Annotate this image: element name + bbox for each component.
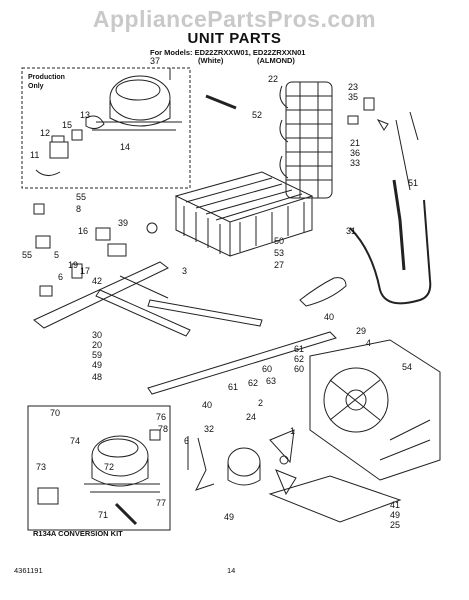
callout: 63 xyxy=(266,376,276,386)
mounting-frame xyxy=(33,261,263,337)
callout: 5 xyxy=(54,250,59,260)
callout: 53 xyxy=(274,248,284,258)
callout: 4 xyxy=(366,338,371,348)
callout: 6 xyxy=(184,436,189,446)
callout: 59 xyxy=(92,350,102,360)
callout: 40 xyxy=(324,312,334,322)
callout: 41 xyxy=(390,500,400,510)
drain-tube xyxy=(299,277,347,307)
callout: 78 xyxy=(158,424,168,434)
callout: 70 xyxy=(50,408,60,418)
callout: 30 xyxy=(92,330,102,340)
callout: 40 xyxy=(202,400,212,410)
compressor-bottom xyxy=(84,429,161,493)
lower-frame xyxy=(147,331,337,395)
production-only-line2: Only xyxy=(28,83,44,90)
callout: 16 xyxy=(78,226,88,236)
callout: 23 xyxy=(348,82,358,92)
callout: 60 xyxy=(262,364,272,374)
callout: 39 xyxy=(118,218,128,228)
conversion-kit-label: R134A CONVERSION KIT xyxy=(33,529,123,538)
callout: 36 xyxy=(350,148,360,158)
callout: 55 xyxy=(76,192,86,202)
callout: 29 xyxy=(356,326,366,336)
tube-51 xyxy=(392,179,406,271)
models-line: For Models: ED22ZRXXW01, ED22ZRXXN01 xyxy=(150,48,306,57)
callout: 49 xyxy=(224,512,234,522)
production-only-box xyxy=(21,67,191,189)
callout: 61 xyxy=(294,344,304,354)
relay-parts-inset xyxy=(35,115,105,176)
fan-bracket xyxy=(309,339,441,481)
callout: 49 xyxy=(92,360,102,370)
production-only-label: Production Only xyxy=(28,73,65,91)
callout: 51 xyxy=(408,178,418,188)
callout: 49 xyxy=(390,510,400,520)
callout: 62 xyxy=(294,354,304,364)
drain-pan xyxy=(268,475,402,523)
callout: 3 xyxy=(182,266,187,276)
callout: 71 xyxy=(98,510,108,520)
callout: 19 xyxy=(68,260,78,270)
callout: 35 xyxy=(348,92,358,102)
document-number: 4361191 xyxy=(14,566,43,575)
callout: 17 xyxy=(80,266,90,276)
callout: 61 xyxy=(228,382,238,392)
callout: 8 xyxy=(76,204,81,214)
page-title: UNIT PARTS xyxy=(187,30,282,47)
callout: 32 xyxy=(204,424,214,434)
callout: 54 xyxy=(402,362,412,372)
compressor-top xyxy=(92,68,182,131)
callout: 6 xyxy=(58,272,63,282)
callout: 27 xyxy=(274,260,284,270)
kit-drier xyxy=(114,502,138,526)
page-number: 14 xyxy=(227,566,236,575)
callout: 20 xyxy=(92,340,102,350)
tube-52 xyxy=(205,94,237,110)
evaporator-coil xyxy=(174,171,314,257)
callout: 15 xyxy=(62,120,72,130)
callout: 42 xyxy=(92,276,102,286)
color-white-label: (White) xyxy=(198,56,224,65)
callout: 1 xyxy=(290,426,295,436)
kit-relay xyxy=(37,487,59,505)
condenser-coil xyxy=(279,81,333,199)
production-only-line1: Production xyxy=(28,74,65,81)
callout: 74 xyxy=(70,436,80,446)
callout: 33 xyxy=(350,158,360,168)
watermark: AppliancePartsPros.com xyxy=(92,6,377,32)
callout: 60 xyxy=(294,364,304,374)
callout: 21 xyxy=(350,138,360,148)
callout: 52 xyxy=(252,110,262,120)
fan-motor xyxy=(187,429,297,496)
callout: 48 xyxy=(92,372,102,382)
callout: 50 xyxy=(274,236,284,246)
color-almond-label: (ALMOND) xyxy=(257,56,295,65)
callout: 25 xyxy=(390,520,400,530)
callout: 31 xyxy=(346,226,356,236)
callout: 2 xyxy=(258,398,263,408)
callout: 11 xyxy=(30,150,39,160)
callout-numbers: 37 22 23 35 13 15 12 52 11 14 21 36 33 5… xyxy=(22,56,418,530)
left-small-parts xyxy=(33,203,158,297)
callout: 14 xyxy=(120,142,130,152)
conversion-kit-box xyxy=(27,405,171,531)
callout: 73 xyxy=(36,462,46,472)
callout: 13 xyxy=(80,110,90,120)
callout: 62 xyxy=(248,378,258,388)
callout: 12 xyxy=(40,128,50,138)
callout: 55 xyxy=(22,250,32,260)
callout: 77 xyxy=(156,498,166,508)
callout: 76 xyxy=(156,412,166,422)
callout: 37 xyxy=(150,56,160,66)
callout: 22 xyxy=(268,74,278,84)
callout: 24 xyxy=(246,412,256,422)
callout: 72 xyxy=(104,462,114,472)
clip-parts-right xyxy=(347,97,419,141)
tube-33 xyxy=(395,119,411,191)
water-tube xyxy=(349,199,432,305)
